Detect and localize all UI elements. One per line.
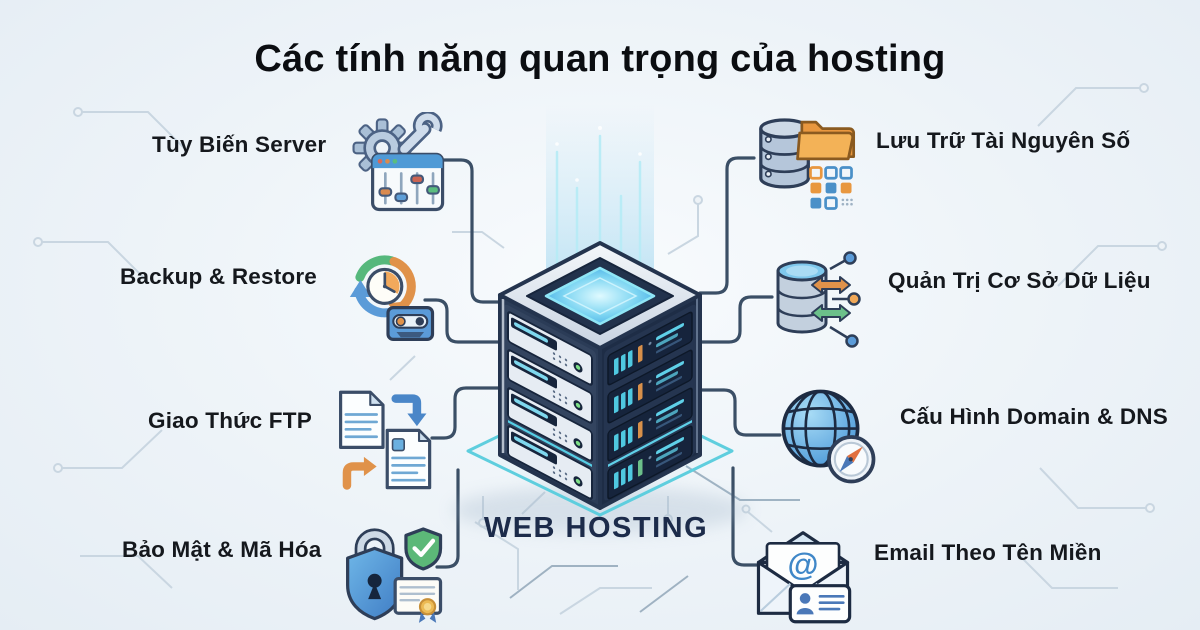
transfer-arrow-down-icon xyxy=(391,394,427,427)
data-blocks-grid xyxy=(809,166,853,210)
feature-domain-email: @ Email Theo Tên Miền xyxy=(750,518,1102,628)
wrench-icon xyxy=(397,112,443,156)
document-icon xyxy=(385,428,432,490)
web-hosting-label: WEB HOSTING xyxy=(483,512,709,544)
connector-storage xyxy=(698,156,756,295)
connector-lines xyxy=(423,156,782,569)
digital-storage-icon xyxy=(759,118,856,210)
connector-dns xyxy=(698,388,782,437)
connector-ftp xyxy=(430,386,502,440)
feature-label: Bảo Mật & Mã Hóa xyxy=(122,537,322,562)
server-config-icon xyxy=(352,112,445,212)
node-dot xyxy=(843,251,857,265)
at-symbol: @ xyxy=(787,546,818,582)
database-stack-icon xyxy=(759,118,810,189)
sync-arrow-green xyxy=(811,304,851,322)
domain-email-icon: @ xyxy=(756,531,852,624)
check-shield-icon xyxy=(404,527,443,571)
connector-server-config xyxy=(431,158,502,304)
domain-dns-icon xyxy=(781,389,876,484)
feature-label: Giao Thức FTP xyxy=(148,408,312,433)
tape-cartridge-icon xyxy=(386,306,435,341)
feature-domain-dns: Cấu Hình Domain & DNS xyxy=(776,382,1168,492)
connector-backup xyxy=(423,298,502,344)
certificate-icon xyxy=(394,577,443,623)
connector-database xyxy=(698,295,774,344)
compass-icon xyxy=(827,435,876,484)
feature-security: Bảo Mật & Mã Hóa xyxy=(122,515,447,625)
folder-icon xyxy=(796,120,856,161)
feature-label: Email Theo Tên Miền xyxy=(874,540,1102,565)
page-title: Các tính năng quan trọng của hosting xyxy=(254,38,946,80)
sliders-panel xyxy=(371,152,445,212)
connector-email xyxy=(731,466,764,567)
node-dot xyxy=(845,334,859,348)
transfer-arrow-right-icon xyxy=(342,456,377,490)
feature-label: Lưu Trữ Tài Nguyên Số xyxy=(876,128,1131,153)
feature-database-management: Quản Trị Cơ Sở Dữ Liệu xyxy=(770,246,1151,356)
document-icon xyxy=(338,390,385,449)
feature-label: Backup & Restore xyxy=(120,264,318,289)
circuit-traces xyxy=(33,83,1167,615)
feature-ftp: Giao Thức FTP xyxy=(148,386,436,496)
ftp-transfer-icon xyxy=(338,390,432,490)
sync-arrow-orange xyxy=(811,276,851,294)
backup-restore-icon xyxy=(349,255,435,341)
feature-digital-storage: Lưu Trữ Tài Nguyên Số xyxy=(750,106,1130,216)
feature-server-config: Tùy Biến Server xyxy=(152,110,450,220)
database-management-icon xyxy=(776,251,861,348)
security-encryption-icon xyxy=(346,527,443,623)
database-cylinder-icon xyxy=(776,260,828,334)
connector-security xyxy=(435,468,460,569)
feature-label: Quản Trị Cơ Sở Dữ Liệu xyxy=(888,268,1151,293)
feature-label: Cấu Hình Domain & DNS xyxy=(900,404,1168,429)
clock-icon xyxy=(366,267,404,305)
feature-label: Tùy Biến Server xyxy=(152,132,327,157)
contact-card-icon xyxy=(788,584,852,624)
feature-backup-restore: Backup & Restore xyxy=(120,242,441,352)
node-dot xyxy=(847,292,861,306)
server-tower-illustration xyxy=(498,241,702,510)
